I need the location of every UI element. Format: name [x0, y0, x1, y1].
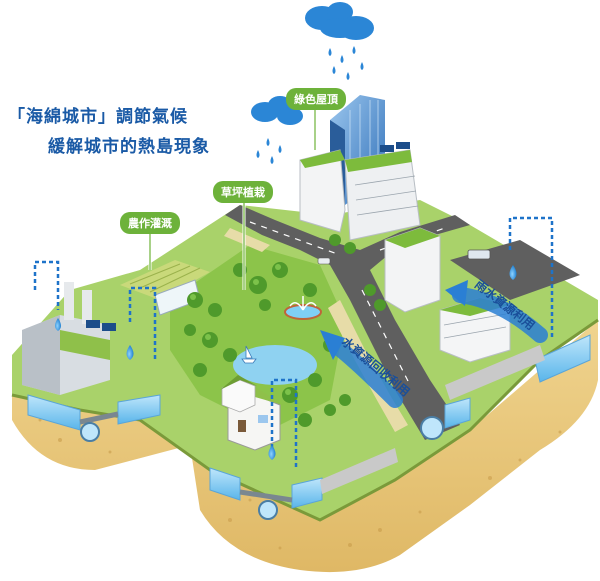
right-water-tank: [420, 334, 591, 440]
farm-field-rows: [129, 263, 201, 293]
gravel-strip-2: [320, 448, 398, 494]
tree-highlight: [190, 264, 291, 395]
title-line-1: 「海綿城市」調節氣候: [8, 107, 188, 127]
label-green-roof: 綠色屋頂: [286, 88, 346, 110]
lawn-area: [170, 245, 345, 430]
sailboat-icon: [241, 345, 257, 364]
permeable-pavement-2: [224, 228, 270, 252]
cloud-icon: [305, 2, 374, 40]
soil-texture: [38, 418, 562, 550]
road: [225, 205, 470, 440]
house-water-tank: [209, 467, 323, 520]
car-icon: [317, 257, 331, 265]
drainage-indicators: [33, 216, 554, 470]
ground-edge: [11, 318, 599, 522]
pipe-opening: [80, 422, 100, 442]
water-tank-icon: [27, 394, 161, 431]
pipe-icon: [79, 411, 119, 425]
rain-icon: [256, 46, 364, 164]
road-markings: [249, 221, 446, 386]
tree-icon: [184, 234, 386, 427]
rooftop-solar-panel: [380, 142, 410, 152]
pond: [233, 345, 317, 385]
water-flow-arrow-left: [320, 330, 403, 408]
label-lawn-planting: 草坪植栽: [213, 181, 273, 203]
fountain-spray: [289, 296, 317, 311]
label-farm-irrigation: 農作灌溉: [120, 212, 180, 234]
title-line-2: 緩解城市的熱島現象: [48, 137, 210, 157]
house-small: [220, 375, 257, 413]
office-building: [299, 142, 421, 241]
residential-building: [384, 227, 441, 313]
raindrop-icon: [55, 265, 517, 460]
solar-panel-icon: [86, 320, 116, 331]
bus-icon: [467, 249, 491, 260]
factory-icon: [22, 282, 116, 395]
soil-layer: [12, 320, 598, 573]
farm-field: [120, 260, 210, 300]
label-pointers-inner: [149, 105, 316, 290]
water-flow-arrow-right: [445, 280, 548, 343]
gravel-strip: [445, 345, 545, 400]
